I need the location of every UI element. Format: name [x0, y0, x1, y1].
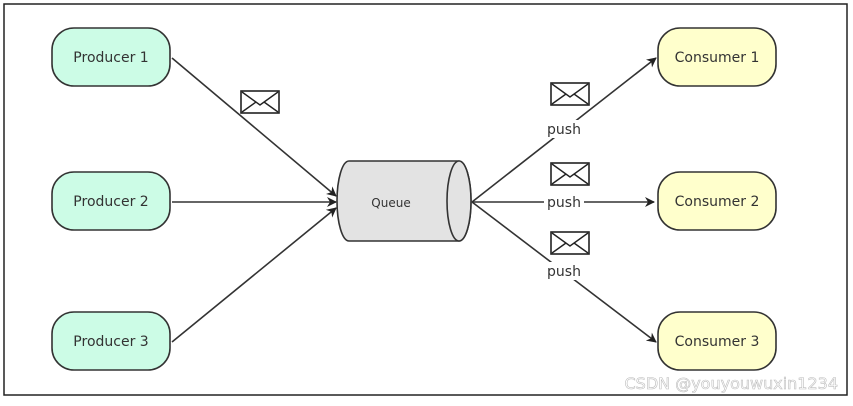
producer-label: Producer 1	[73, 50, 148, 66]
edge-label-push-3: push	[547, 264, 581, 280]
envelope-icon	[550, 231, 590, 255]
edge-label-bg	[544, 193, 584, 211]
producer-label: Producer 3	[73, 334, 148, 350]
producer-node-1: Producer 1	[51, 27, 171, 87]
envelope-icon	[550, 82, 590, 106]
watermark-text: CSDN @youyouwuxin1234	[625, 374, 839, 393]
edge-producer1-queue	[171, 57, 337, 197]
envelope-icon	[550, 162, 590, 186]
edge-producer3-queue	[171, 207, 337, 343]
producer-node-2: Producer 2	[51, 171, 171, 231]
queue-label: Queue	[371, 196, 410, 210]
consumer-node-1: Consumer 1	[657, 27, 777, 87]
consumer-label: Consumer 1	[675, 50, 760, 66]
producer-label: Producer 2	[73, 194, 148, 210]
consumer-label: Consumer 2	[675, 194, 760, 210]
envelope-icon	[240, 90, 280, 114]
edge-label-push-2: push	[547, 195, 581, 211]
consumer-node-3: Consumer 3	[657, 311, 777, 371]
edge-label-bg	[544, 120, 584, 138]
producer-node-3: Producer 3	[51, 311, 171, 371]
edge-label-bg	[544, 262, 584, 280]
edge-label-push-1: push	[547, 122, 581, 138]
consumer-label: Consumer 3	[675, 334, 760, 350]
queue-node: Queue	[336, 160, 472, 242]
consumer-node-2: Consumer 2	[657, 171, 777, 231]
